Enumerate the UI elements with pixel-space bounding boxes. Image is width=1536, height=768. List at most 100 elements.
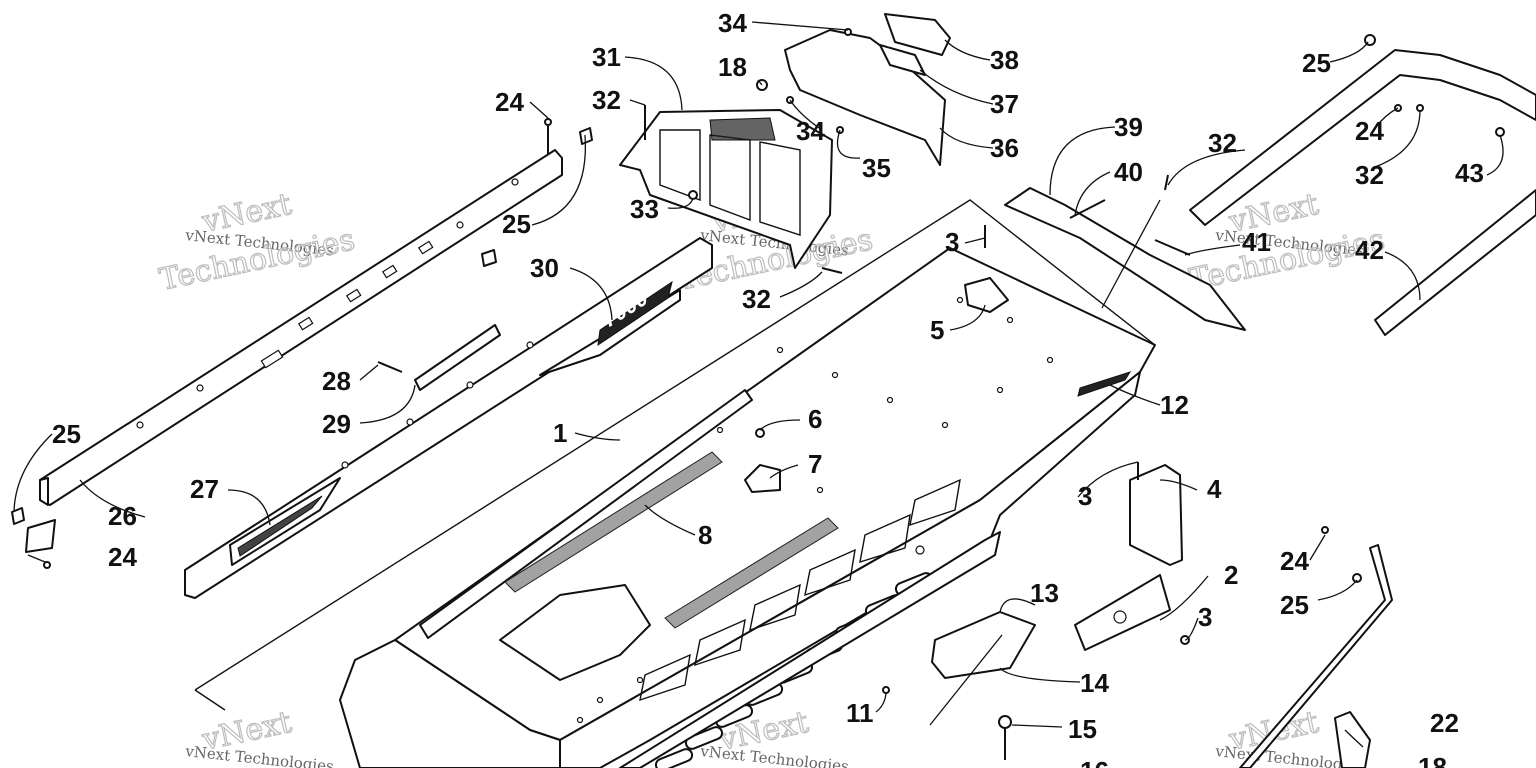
tunnel-top-rail-left	[419, 389, 753, 639]
clip-25	[1352, 573, 1362, 583]
bracket-36	[784, 29, 946, 166]
side-cutout	[749, 583, 801, 632]
tunnel-side-wall	[539, 371, 1141, 768]
decal-stripes-27	[237, 495, 323, 557]
bolt-32	[1164, 174, 1169, 191]
bracket-4	[1129, 464, 1183, 566]
callout-4: 4	[1207, 474, 1222, 504]
callout-24: 24	[108, 542, 137, 572]
screw-11	[882, 686, 890, 694]
tunnel-holes	[576, 296, 1054, 724]
callout-8: 8	[698, 520, 712, 550]
callout-43: 43	[1455, 158, 1484, 188]
callout-35: 35	[862, 153, 891, 183]
decal-30-badge	[597, 280, 673, 347]
callout-34: 34	[796, 116, 825, 146]
bracket-5	[964, 277, 1009, 313]
bolt-24	[544, 118, 552, 126]
side-cutout	[694, 618, 746, 667]
callout-30: 30	[530, 253, 559, 283]
callout-7: 7	[808, 449, 822, 479]
callout-32: 32	[1208, 128, 1237, 158]
tunnel-rear-strip	[1077, 371, 1132, 397]
bolt-32	[821, 267, 843, 274]
left-running-board: 7000	[11, 118, 713, 599]
bolt-24	[1321, 526, 1329, 534]
side-cutout	[859, 513, 911, 564]
callout-42: 42	[1355, 235, 1384, 265]
callout-32: 32	[1355, 160, 1384, 190]
decal-41	[1154, 239, 1191, 256]
cover-31-panel	[659, 129, 701, 202]
callout-13: 13	[1030, 578, 1059, 608]
bolt-28	[377, 361, 403, 373]
bolt-15-head	[998, 715, 1012, 729]
bumper-42	[1189, 49, 1536, 226]
callout-40: 40	[1114, 157, 1143, 187]
callout-26: 26	[108, 501, 137, 531]
callout-24: 24	[495, 87, 524, 117]
callout-28: 28	[322, 366, 351, 396]
bolt-24	[43, 561, 51, 569]
callout-25: 25	[52, 419, 81, 449]
bracket-22	[1334, 711, 1371, 768]
side-cutout	[804, 548, 856, 597]
callout-6: 6	[808, 404, 822, 434]
nut-6	[755, 428, 765, 438]
callout-3: 3	[945, 227, 959, 257]
callout-labels: 1 2 3 3 3 4 5 6 7 8 11 12 13 14 15 16 18…	[52, 8, 1484, 768]
decal-40	[1069, 199, 1106, 219]
heat-exchanger-rail	[619, 531, 1001, 768]
callout-37: 37	[990, 89, 1019, 119]
bracket-7	[744, 464, 781, 493]
right-side-parts	[744, 225, 1393, 768]
flap-39	[1004, 187, 1246, 331]
cover-31-panel	[759, 141, 801, 236]
callout-24: 24	[1280, 546, 1309, 576]
cover-31-vent	[709, 117, 776, 141]
callout-27: 27	[190, 474, 219, 504]
rear-cover-assembly	[619, 13, 951, 274]
callout-16: 16	[1080, 756, 1109, 768]
grip-strip-left	[504, 451, 723, 593]
nut-33	[688, 190, 698, 200]
rear-flap-assembly	[1004, 174, 1246, 331]
bracket-37	[879, 44, 926, 76]
callout-34: 34	[718, 8, 747, 38]
callout-11: 11	[846, 698, 874, 728]
callout-18: 18	[1418, 752, 1447, 768]
callout-38: 38	[990, 45, 1019, 75]
end-cap-25	[579, 127, 593, 145]
leader-lines	[13, 21, 1504, 748]
callout-32: 32	[742, 284, 771, 314]
bracket-38	[884, 13, 951, 56]
bumper-42-lower	[1374, 189, 1536, 336]
side-cutout	[909, 478, 961, 527]
side-cutout	[639, 653, 691, 702]
callout-32: 32	[592, 85, 621, 115]
tunnel-front-left	[339, 639, 561, 768]
callout-36: 36	[990, 133, 1019, 163]
fastener-43	[1495, 127, 1505, 137]
rear-bumper-assembly	[1189, 34, 1536, 336]
callout-18: 18	[718, 52, 747, 82]
end-cap-25	[11, 507, 25, 525]
callout-41: 41	[1242, 227, 1271, 257]
callout-14: 14	[1080, 668, 1109, 698]
running-board-rail-front	[39, 477, 49, 506]
callout-2: 2	[1224, 560, 1238, 590]
grip-strip-right	[664, 517, 839, 629]
callout-3: 3	[1198, 602, 1212, 632]
rail-slots	[136, 178, 534, 469]
bracket-24	[25, 519, 56, 553]
callout-25: 25	[1302, 48, 1331, 78]
rail-22	[1239, 544, 1393, 768]
callout-24: 24	[1355, 116, 1384, 146]
footrest-13	[931, 611, 1036, 679]
end-cap-25	[481, 249, 497, 267]
callout-39: 39	[1114, 112, 1143, 142]
callout-5: 5	[930, 315, 944, 345]
tunnel-assembly	[194, 199, 1156, 768]
tunnel-opening	[499, 584, 651, 681]
